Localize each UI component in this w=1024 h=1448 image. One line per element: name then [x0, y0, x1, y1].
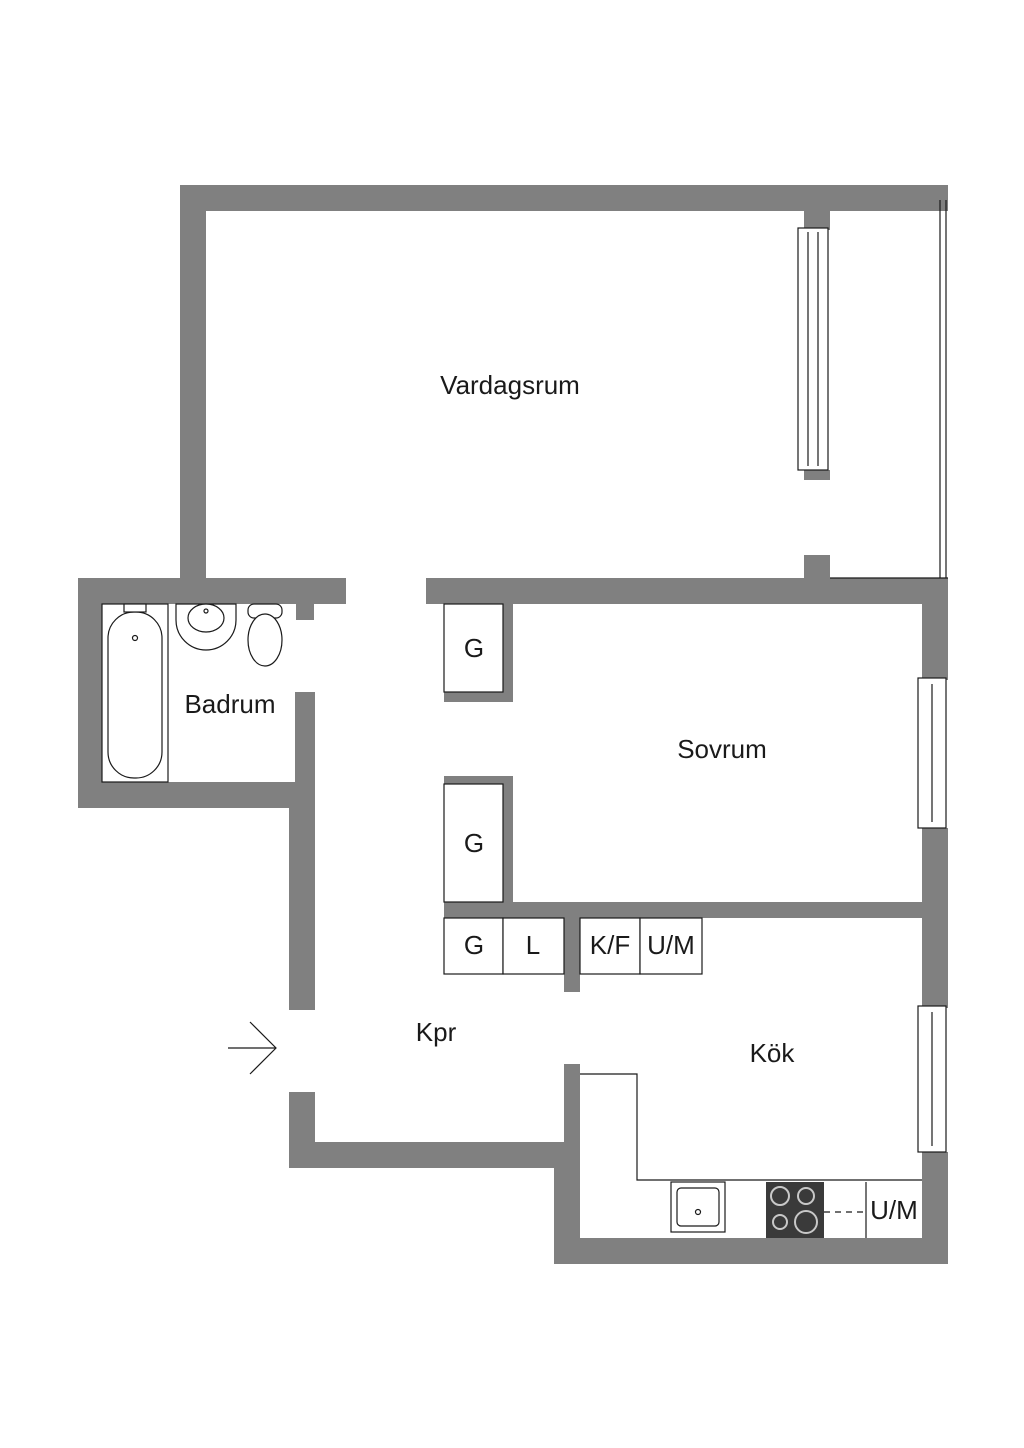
burner-icon [772, 1214, 788, 1230]
burner-icon [794, 1210, 818, 1234]
wall-kitchen-bottom [554, 1238, 948, 1264]
wall-kitchen-partition [564, 918, 580, 992]
sink-drain-icon [203, 608, 209, 614]
closet-linen [502, 917, 565, 975]
wall-living-bedroom [426, 578, 948, 604]
oven-micro-hall [639, 917, 703, 975]
stove-icon [766, 1182, 824, 1238]
wall-top [180, 185, 948, 211]
faucet-icon [123, 603, 147, 613]
bathroom-fixtures [101, 603, 283, 783]
storage-label-g1: G [464, 633, 484, 663]
windows [797, 227, 947, 1153]
storage [443, 603, 703, 975]
closet-g-1 [443, 603, 504, 693]
drain-icon [131, 634, 139, 642]
wall-bath-bottom [78, 782, 314, 808]
balcony [830, 200, 948, 579]
room-label-hall: Kpr [416, 1017, 457, 1047]
wall-bath-stub [296, 578, 314, 620]
wall-bath-left [78, 578, 102, 808]
room-label-living: Vardagsrum [440, 370, 580, 400]
wall-hall-bottom [289, 1142, 579, 1168]
room-label-kitchen: Kök [750, 1038, 796, 1068]
burner-icon [770, 1186, 790, 1206]
window-balcony-door [797, 227, 829, 471]
room-label-bedroom: Sovrum [677, 734, 767, 764]
wall-right-1 [922, 578, 948, 680]
closet-g-3 [443, 917, 504, 975]
burner-icon [797, 1187, 815, 1205]
wall-balcony-stub [804, 470, 830, 480]
counter-edge [580, 1073, 922, 1181]
wall-living-left [180, 185, 206, 605]
storage-label-g3: G [464, 930, 484, 960]
room-label-bath: Badrum [184, 689, 275, 719]
sink-basin [187, 603, 225, 633]
wall-balcony-upper [804, 185, 830, 230]
storage-label-g2: G [464, 828, 484, 858]
wall-closet-upper [503, 604, 513, 700]
wall-closet-lower [503, 776, 513, 910]
storage-label-linen: L [526, 930, 540, 960]
toilet-icon [247, 613, 283, 667]
wall-bedroom-kitchen [444, 902, 948, 918]
entrance-arrow-icon [228, 1021, 277, 1075]
storage-label-oven-kitchen: U/M [870, 1195, 918, 1225]
kitchen-sink-drain [694, 1208, 702, 1216]
wall-right-3 [922, 1152, 948, 1264]
kitchen-sink-basin [676, 1187, 720, 1227]
wall-closet-upper-bottom [444, 692, 513, 702]
closet-g-2 [443, 783, 504, 903]
storage-label-fridge: K/F [590, 930, 630, 960]
fridge-freezer [579, 917, 641, 975]
storage-label-oven-hall: U/M [647, 930, 695, 960]
wall-closet-lower-top [444, 776, 513, 784]
wall-hall-left-mid [289, 782, 315, 1010]
walls [78, 185, 948, 1264]
labels: Vardagsrum Badrum Sovrum Kpr Kök G G G L… [184, 370, 917, 1225]
kitchen-counter [580, 1073, 922, 1238]
